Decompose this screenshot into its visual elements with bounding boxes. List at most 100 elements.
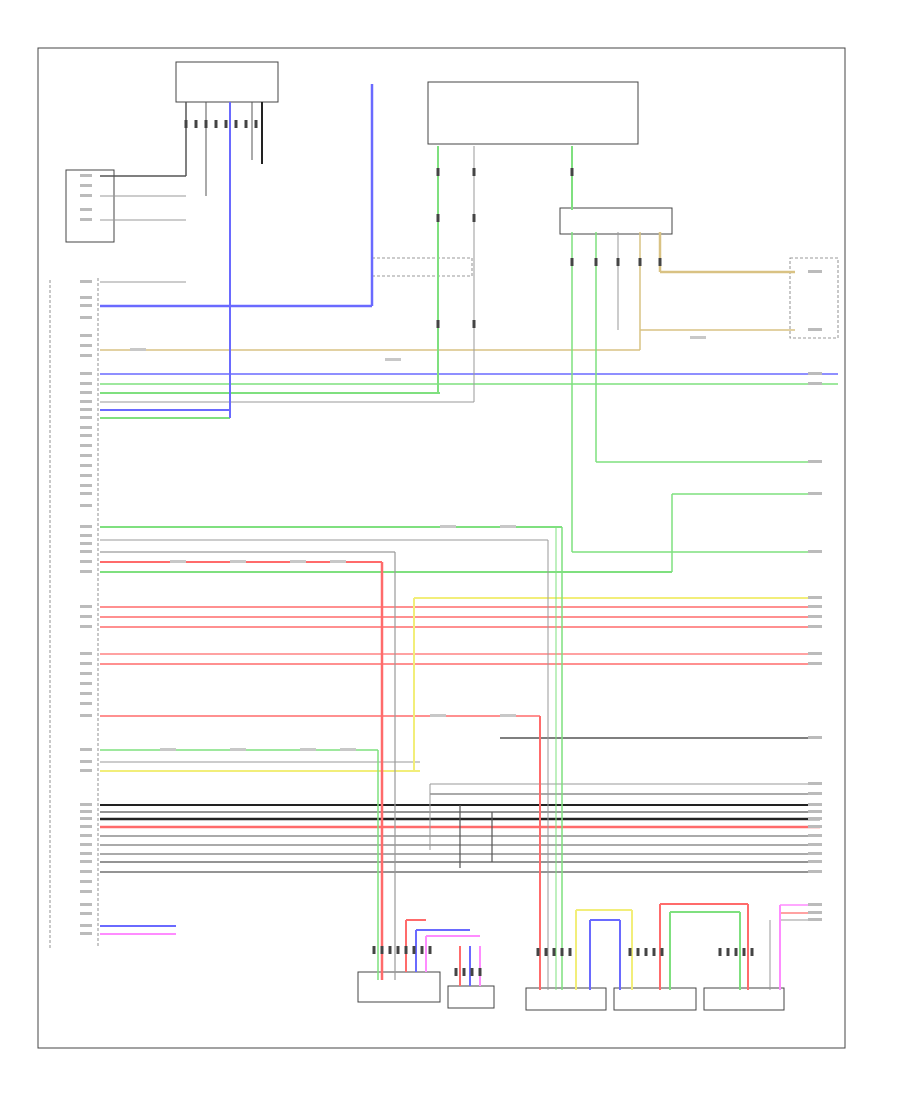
right-label-mark-25 [808,903,822,906]
connector-pin-32 [536,948,540,956]
bottom-sensor-box-4 [613,987,697,1011]
connector-pin-20 [372,946,376,954]
right-label-mark-10 [808,625,822,628]
connector-pin-4 [224,120,228,128]
connector-pin-26 [420,946,424,954]
connector-pin-2 [204,120,208,128]
pin-label-mark-10 [80,344,92,347]
right-label-mark-1 [808,328,822,331]
pin-label-mark-27 [80,525,92,528]
pin-label-mark-0 [80,174,92,177]
connector-pin-8 [436,168,440,176]
connector-pin-31 [478,968,482,976]
wire-label-mark-3 [290,560,306,563]
pin-label-mark-19 [80,434,92,437]
connector-pin-28 [454,968,458,976]
right-label-mark-3 [808,382,822,385]
connector-pin-27 [428,946,432,954]
pin-label-mark-20 [80,444,92,447]
pin-label-mark-2 [80,194,92,197]
pin-label-mark-30 [80,550,92,553]
pin-label-mark-48 [80,817,92,820]
pin-label-mark-21 [80,454,92,457]
connector-pin-14 [472,320,476,328]
pin-label-mark-14 [80,391,92,394]
right-label-mark-7 [808,596,822,599]
right-connector-box [559,207,673,235]
pin-label-mark-53 [80,860,92,863]
pin-label-mark-55 [80,880,92,883]
pin-label-mark-56 [80,890,92,893]
pin-label-mark-44 [80,760,92,763]
connector-pin-38 [636,948,640,956]
pin-label-mark-17 [80,416,92,419]
diagram-frame [37,47,846,1049]
right-label-mark-16 [808,803,822,806]
connector-pin-15 [570,258,574,266]
right-label-mark-27 [808,918,822,921]
right-label-mark-14 [808,782,822,785]
wire-label-mark-0 [130,348,146,351]
connector-pin-42 [718,948,722,956]
right-label-mark-13 [808,736,822,739]
connector-pin-35 [560,948,564,956]
right-label-mark-18 [808,817,822,820]
top-left-connector-box [175,61,279,103]
right-sensor-dashed-box [789,257,839,339]
bottom-sensor-box-3 [525,987,607,1011]
junction-dashed-box [371,257,473,277]
pin-label-mark-7 [80,304,92,307]
pin-label-mark-49 [80,825,92,828]
connector-pin-43 [726,948,730,956]
connector-pin-29 [462,968,466,976]
pin-label-mark-26 [80,504,92,507]
connector-pin-25 [412,946,416,954]
wire-label-mark-9 [430,714,446,717]
pin-label-mark-1 [80,184,92,187]
pin-label-mark-58 [80,912,92,915]
connector-pin-34 [552,948,556,956]
pin-label-mark-22 [80,464,92,467]
pin-label-mark-39 [80,682,92,685]
pin-label-mark-34 [80,615,92,618]
wire-label-mark-7 [300,748,316,751]
pin-label-mark-52 [80,852,92,855]
connector-pin-13 [436,320,440,328]
pin-label-mark-57 [80,903,92,906]
connector-pin-0 [184,120,188,128]
connector-pin-1 [194,120,198,128]
connector-pin-3 [214,120,218,128]
connector-pin-21 [380,946,384,954]
right-label-mark-12 [808,662,822,665]
right-label-mark-4 [808,460,822,463]
connector-pin-18 [638,258,642,266]
wire-label-mark-11 [440,525,456,528]
pin-label-mark-28 [80,534,92,537]
pin-label-mark-3 [80,208,92,211]
pin-label-mark-33 [80,605,92,608]
pin-label-mark-23 [80,474,92,477]
right-label-mark-5 [808,492,822,495]
left-module-box [65,169,115,243]
wire-label-mark-5 [160,748,176,751]
pin-label-mark-47 [80,810,92,813]
connector-pin-11 [436,214,440,222]
pin-label-mark-43 [80,748,92,751]
bottom-sensor-box-5 [703,987,785,1011]
connector-pin-10 [570,168,574,176]
connector-pins [184,120,754,976]
wire-label-marks [80,174,822,935]
wire-label-mark-1 [170,560,186,563]
connector-pin-17 [616,258,620,266]
pin-label-mark-40 [80,692,92,695]
connector-pin-46 [750,948,754,956]
bottom-sensor-box-2 [447,985,495,1009]
bottom-sensor-box-1 [357,971,441,1003]
horizontal-wires [100,175,838,935]
right-label-mark-22 [808,852,822,855]
right-label-mark-19 [808,825,822,828]
right-label-mark-0 [808,270,822,273]
pin-label-mark-29 [80,542,92,545]
